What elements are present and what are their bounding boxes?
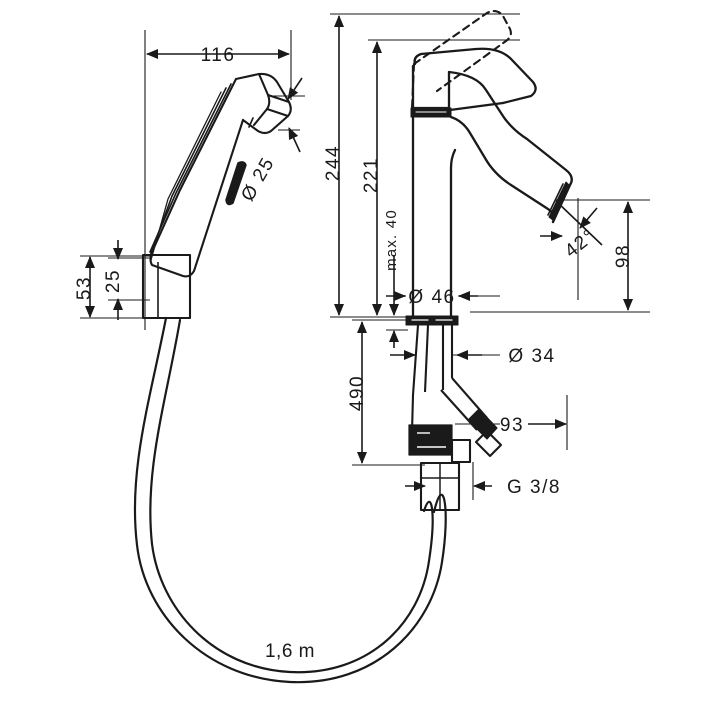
faucet-base-plate [405, 315, 459, 326]
label-g38: G 3/8 [507, 477, 561, 498]
label-d46: Ø 46 [408, 287, 455, 308]
label-42deg: 42° [561, 225, 600, 262]
label-d25: Ø 25 [237, 154, 279, 205]
junction-block [408, 424, 453, 456]
faucet-aerator [548, 181, 571, 222]
shank-body-left2 [423, 324, 430, 393]
label-490: 490 [347, 375, 368, 411]
faucet-spout-tip-inner [547, 183, 564, 216]
bracket-outline [141, 253, 192, 320]
dimension-lines-group [80, 13, 650, 500]
dim-42-leader [555, 200, 603, 246]
label-25: 25 [103, 269, 124, 293]
g38-connector [419, 461, 461, 512]
hose-inner-line [149, 318, 434, 674]
shower-trigger-button [225, 161, 247, 206]
dim-42-arrow [579, 207, 598, 229]
label-hose-length: 1,6 m [265, 641, 315, 662]
shower-head-rim [265, 107, 290, 118]
label-d34: Ø 34 [508, 346, 555, 367]
hose-group [133, 316, 447, 684]
dim-d25-arrow-bot [288, 127, 301, 153]
dim-d25-arrow-top [287, 77, 303, 100]
faucet-lever-open-dashed [412, 10, 512, 93]
label-98: 98 [613, 244, 634, 268]
shower-bracket-group [141, 253, 192, 320]
dimension-annotations [85, 15, 633, 491]
label-116: 116 [201, 45, 236, 66]
shank-body-left [410, 324, 420, 433]
shower-head-outline [234, 72, 292, 135]
hose-outer-line [133, 316, 447, 684]
undersink-assembly [408, 324, 503, 512]
label-244: 244 [323, 145, 344, 181]
label-93: 93 [500, 415, 524, 436]
junction-right-nut [450, 438, 472, 464]
label-max40: max. 40 [383, 209, 400, 271]
faucet-spout-top [447, 70, 573, 187]
label-221: 221 [361, 157, 382, 193]
faucet-group [405, 10, 573, 326]
shower-head-face [252, 72, 271, 127]
side-connector-cap [474, 429, 503, 458]
faucet-head-block [411, 64, 451, 110]
shower-handle-line3 [150, 91, 222, 261]
shower-neck-detail [248, 117, 254, 128]
shower-handle-outline [149, 77, 245, 278]
faucet-lever-outline [413, 47, 537, 105]
faucet-body-right [449, 148, 457, 318]
label-53: 53 [74, 276, 95, 300]
faucet-spout-bottom [449, 115, 555, 224]
